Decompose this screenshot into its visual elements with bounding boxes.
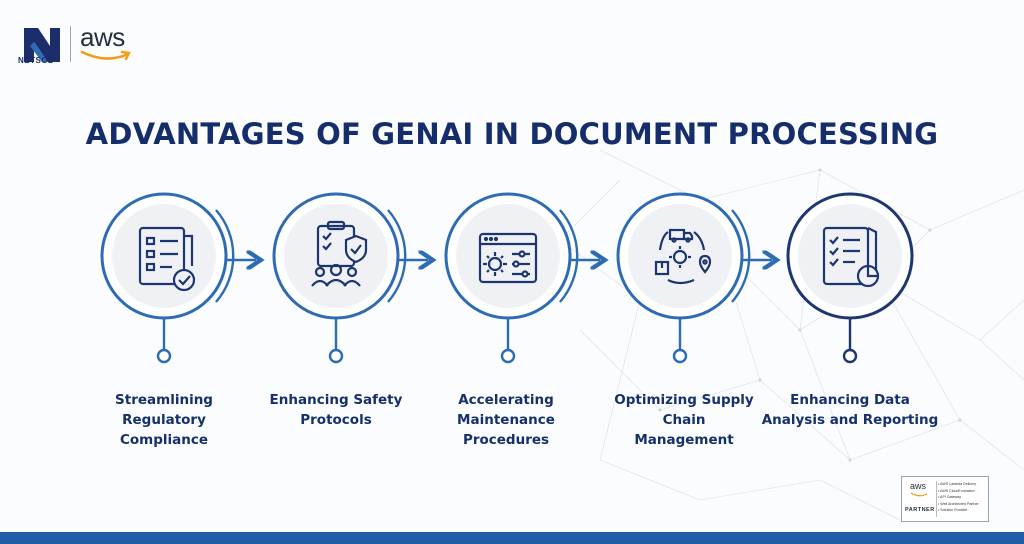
- step-4: [616, 192, 772, 364]
- step-2: [272, 192, 428, 364]
- partner-item: • AWS Lambda Delivery: [938, 482, 977, 486]
- partner-item: • Well Architected Partner: [938, 501, 979, 506]
- supply-chain-cycle-icon: [654, 228, 712, 285]
- maintenance-gear-window-icon: [478, 232, 538, 284]
- partner-item: • API Gateway: [938, 495, 962, 499]
- partner-item: • AWS CloudFormation: [938, 488, 975, 493]
- step-3: [444, 192, 600, 364]
- data-report-chart-icon: [822, 226, 880, 288]
- partner-badge-left: aws PARTNER: [902, 477, 936, 521]
- aws-partner-badge: aws PARTNER • AWS Lambda Delivery • AWS …: [901, 476, 989, 522]
- partner-separator: [936, 481, 937, 517]
- partner-word: PARTNER: [905, 507, 935, 513]
- aws-smile-icon: [80, 50, 131, 61]
- regulatory-document-check-icon: [138, 226, 196, 292]
- netsol-logo: [24, 28, 60, 62]
- aws-wordmark: aws: [80, 22, 125, 52]
- netsol-wordmark: NETSOL: [18, 56, 54, 65]
- partner-item: • Solution Provider: [938, 508, 968, 512]
- page-title: ADVANTAGES OF GENAI IN DOCUMENT PROCESSI…: [85, 117, 939, 151]
- safety-clipboard-team-icon: [311, 220, 368, 287]
- partner-smile-icon: [910, 492, 928, 497]
- logo-divider: [70, 26, 71, 62]
- partner-competency-list: • AWS Lambda Delivery • AWS CloudFormati…: [938, 481, 988, 514]
- step-5: [786, 192, 914, 364]
- partner-aws-wordmark: aws: [910, 481, 927, 491]
- step-1: [100, 192, 256, 364]
- footer-bar: [0, 532, 1024, 544]
